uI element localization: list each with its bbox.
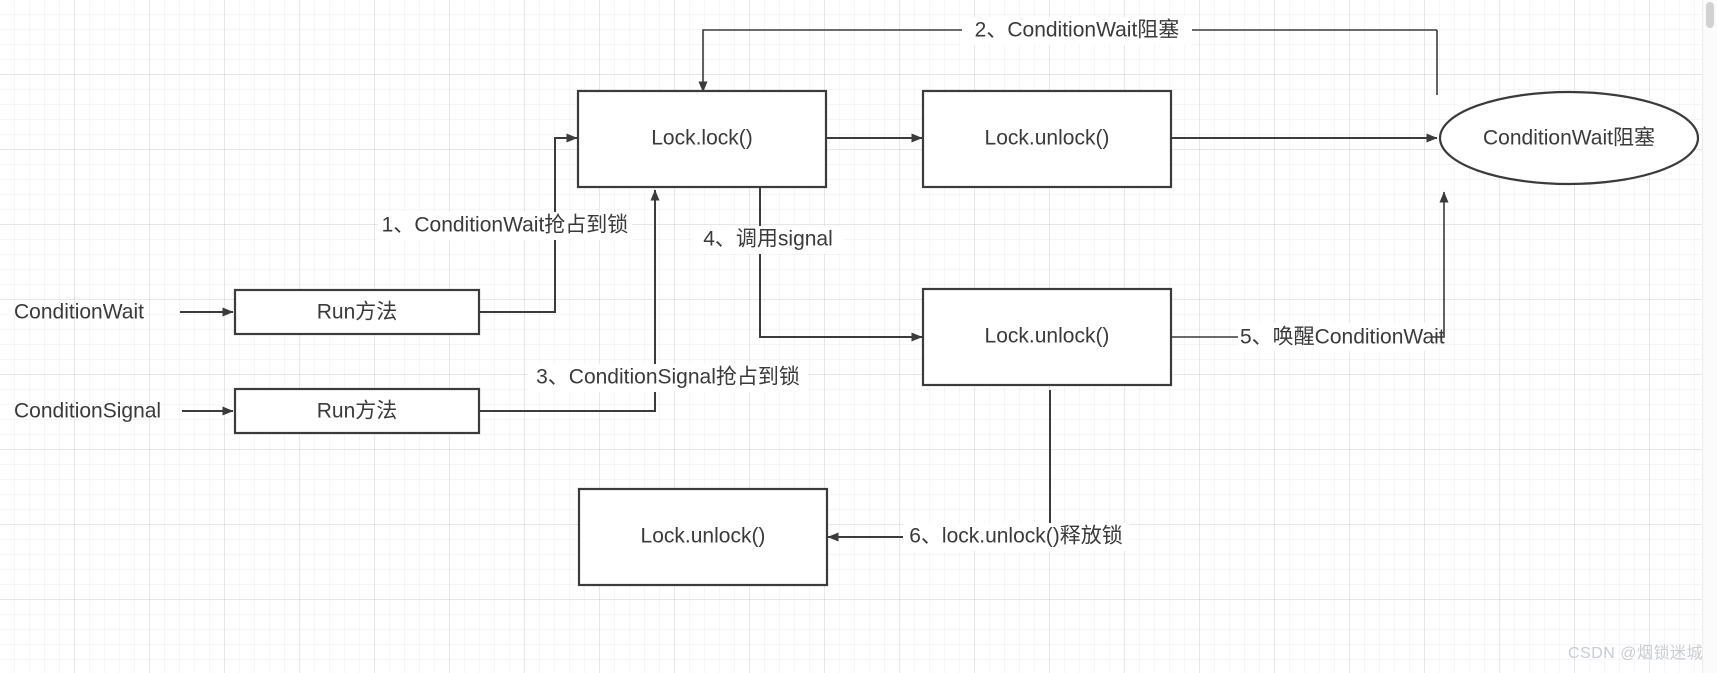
connector-unlock-mid-to-ellipse-right <box>1430 191 1449 338</box>
node-run-signal-box <box>233 387 481 435</box>
node-condition-wait-blocked-shape <box>1438 90 1700 186</box>
edge-label-6: 6、lock.unlock()释放锁 <box>903 523 1129 551</box>
edge-label-2: 2、ConditionWait阻塞 <box>962 17 1192 45</box>
edge-label-2-backdrop <box>962 17 1192 45</box>
edge-label-4-text: 4、调用signal <box>703 228 833 251</box>
vertical-scrollbar-thumb[interactable] <box>1706 2 1714 28</box>
edge-label-3: 3、ConditionSignal抢占到锁 <box>528 364 808 392</box>
edge-label-2-text: 2、ConditionWait阻塞 <box>975 19 1180 42</box>
node-lock-unlock-bottom-box <box>577 487 829 587</box>
connector-ellipse-to-lock-return-left <box>698 29 963 93</box>
node-run-wait-box <box>233 288 481 336</box>
edge-label-3-backdrop <box>528 364 808 392</box>
actor-conditionwait-label: ConditionWait <box>14 301 144 324</box>
node-lock-unlock-top[interactable]: Lock.unlock() <box>921 89 1173 189</box>
edge-label-3-text: 3、ConditionSignal抢占到锁 <box>536 366 800 389</box>
node-run-signal[interactable]: Run方法 <box>233 387 481 435</box>
edge-label-6-text: 6、lock.unlock()释放锁 <box>909 525 1123 548</box>
node-run-wait-label: Run方法 <box>317 301 398 324</box>
node-run-wait[interactable]: Run方法 <box>233 288 481 336</box>
node-lock-unlock-bottom[interactable]: Lock.unlock() <box>577 487 829 587</box>
edge-label-5-backdrop <box>1238 323 1432 351</box>
node-lock-lock[interactable]: Lock.lock() <box>576 89 828 189</box>
node-lock-unlock-top-label: Lock.unlock() <box>985 127 1110 150</box>
edge-label-5: 5、唤醒ConditionWait <box>1238 323 1445 351</box>
edge-label-4: 4、调用signal <box>692 226 844 254</box>
csdn-watermark: CSDN @烟锁迷城 <box>1567 645 1703 662</box>
node-lock-lock-label: Lock.lock() <box>651 127 753 150</box>
node-condition-wait-blocked-label: ConditionWait阻塞 <box>1483 127 1655 150</box>
connector-run-signal-to-lock <box>480 189 660 412</box>
connector-lock-to-unlock-mid <box>759 180 923 342</box>
actor-conditionsignal-label: ConditionSignal <box>14 400 161 423</box>
edge-label-5-text: 5、唤醒ConditionWait <box>1240 326 1445 349</box>
node-lock-unlock-top-box <box>921 89 1173 189</box>
node-run-signal-label: Run方法 <box>317 400 398 423</box>
edge-label-4-backdrop <box>692 226 844 254</box>
node-lock-lock-box <box>576 89 828 189</box>
node-lock-unlock-mid-box <box>921 287 1173 387</box>
edge-label-1-text: 1、ConditionWait抢占到锁 <box>382 214 629 237</box>
node-lock-unlock-bottom-label: Lock.unlock() <box>641 525 766 548</box>
node-condition-wait-blocked[interactable]: ConditionWait阻塞 <box>1438 90 1700 186</box>
node-lock-unlock-mid-label: Lock.unlock() <box>985 325 1110 348</box>
edge-label-6-backdrop <box>903 523 1129 551</box>
node-lock-unlock-mid[interactable]: Lock.unlock() <box>921 287 1173 387</box>
edge-label-1: 1、ConditionWait抢占到锁 <box>378 212 632 240</box>
vertical-scrollbar[interactable] <box>1702 0 1717 673</box>
edge-label-1-backdrop <box>378 212 632 240</box>
